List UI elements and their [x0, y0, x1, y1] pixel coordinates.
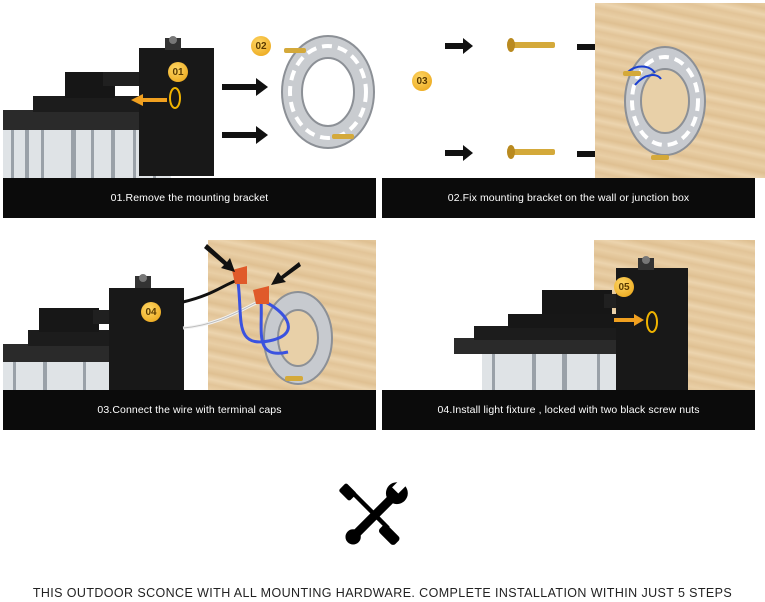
footer-text: THIS OUTDOOR SCONCE WITH ALL MOUNTING HA… — [32, 586, 733, 600]
step-1-caption: 01.Remove the mounting bracket — [3, 178, 376, 218]
mounting-bracket-plate — [281, 35, 375, 149]
screws-and-arrows — [445, 38, 640, 163]
step-4-caption: 04.Install light fixture , locked with t… — [382, 390, 755, 430]
step-3-illustration: 04 — [3, 240, 376, 390]
step-3-caption: 03.Connect the wire with terminal caps — [3, 390, 376, 430]
step-badge: 01 — [168, 62, 188, 82]
sconce-fixture — [3, 36, 214, 178]
step-badge: 03 — [412, 71, 432, 91]
step-1-illustration: 01 — [3, 28, 218, 178]
step-2-caption: 02.Fix mounting bracket on the wall or j… — [382, 178, 755, 218]
step-badge: 04 — [141, 302, 161, 322]
arrow-icon — [222, 78, 268, 144]
wall-wood-panel — [595, 3, 765, 178]
step-badge: 05 — [614, 277, 634, 297]
step-badge: 02 — [251, 36, 271, 56]
wrench-screwdriver-icon — [339, 479, 408, 545]
step-4-illustration: 05 — [382, 240, 755, 390]
